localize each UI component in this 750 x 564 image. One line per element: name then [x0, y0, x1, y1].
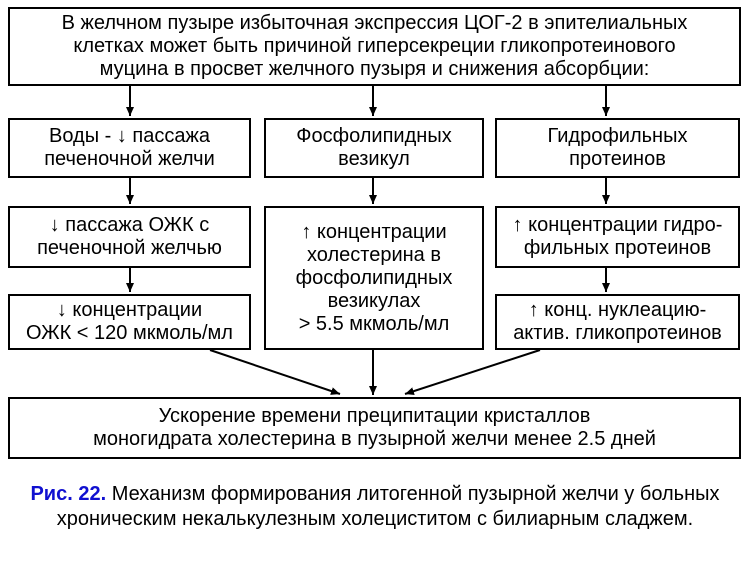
box-hydrophilic-concentration: ↑ концентрации гидро- фильных протеинов [495, 206, 740, 268]
box-cholesterol-concentration: ↑ концентрации холестерина в фосфолипидн… [264, 206, 484, 350]
box-nucleation-glycoproteins: ↑ конц. нуклеацию- актив. гликопротеинов [495, 294, 740, 350]
box-water: Воды - ↓ пассажа печеночной желчи [8, 118, 251, 178]
box-top: В желчном пузыре избыточная экспрессия Ц… [8, 7, 741, 86]
box-hydrophilic-proteins: Гидрофильных протеинов [495, 118, 740, 178]
arrow-col1-to-bottom [209, 349, 341, 395]
arrow-col3-to-bottom [404, 349, 541, 396]
figure-caption: Рис. 22. Механизм формирования литогенно… [20, 482, 730, 532]
box-phospholipid-vesicles: Фосфолипидных везикул [264, 118, 484, 178]
figure-label: Рис. 22. [30, 483, 107, 505]
figure-caption-text: Механизм формирования литогенной пузырно… [56, 483, 720, 530]
box-bile-acid-passage: ↓ пассажа ОЖК с печеночной желчью [8, 206, 251, 268]
box-bile-acid-concentration: ↓ концентрации ОЖК < 120 мкмоль/мл [8, 294, 251, 350]
box-bottom: Ускорение времени преципитации кристалло… [8, 397, 741, 459]
